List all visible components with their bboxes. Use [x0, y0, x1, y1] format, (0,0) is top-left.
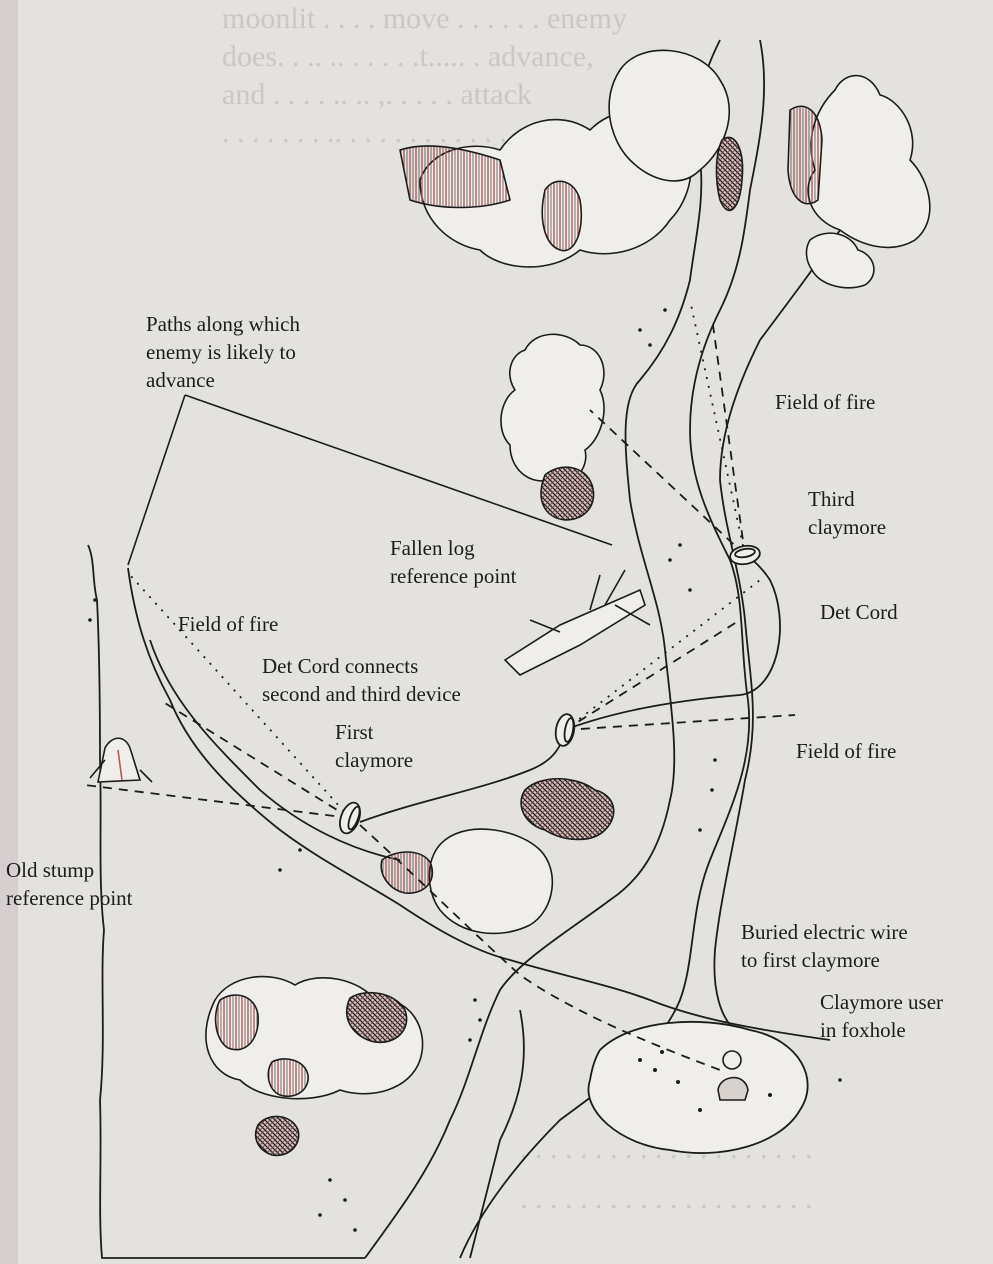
shrub-dark — [256, 1116, 299, 1155]
label-line: second and third device — [262, 680, 461, 708]
label-field-of-fire-left: Field of fire — [178, 610, 278, 638]
label-claymore-user: Claymore user in foxhole — [820, 988, 943, 1044]
label-third-claymore: Third claymore — [808, 485, 886, 541]
label-line: enemy is likely to — [146, 338, 300, 366]
tree — [429, 829, 552, 933]
shrub-hatched — [268, 1059, 308, 1096]
label-fallen-log: Fallen log reference point — [390, 534, 517, 590]
label-line: Paths along which — [146, 310, 300, 338]
label-paths: Paths along which enemy is likely to adv… — [146, 310, 300, 394]
label-line: First — [335, 718, 413, 746]
label-line: Buried electric wire — [741, 918, 908, 946]
claymore-icon — [336, 800, 364, 836]
label-line: reference point — [6, 884, 133, 912]
label-line: Old stump — [6, 856, 133, 884]
fire-line — [85, 785, 350, 818]
label-line: Claymore user — [820, 988, 943, 1016]
label-line: Det Cord connects — [262, 652, 461, 680]
leader-line — [128, 395, 185, 565]
label-field-of-fire-right-mid: Field of fire — [796, 737, 896, 765]
shrub-hatched — [788, 106, 822, 204]
fire-line — [690, 300, 745, 555]
fire-line — [712, 318, 745, 555]
label-line: reference point — [390, 562, 517, 590]
claymore-icon — [553, 713, 576, 748]
label-line: claymore — [808, 513, 886, 541]
shrub-dark — [541, 467, 593, 520]
label-line: to first claymore — [741, 946, 908, 974]
shrub-dark — [521, 779, 614, 840]
label-line: Fallen log — [390, 534, 517, 562]
shrub-dark — [716, 137, 742, 210]
shrub-hatched — [216, 995, 259, 1050]
fire-line — [160, 700, 350, 818]
label-line: in foxhole — [820, 1016, 943, 1044]
label-det-cord-right: Det Cord — [820, 598, 898, 626]
shrub-hatched — [542, 181, 581, 250]
label-old-stump: Old stump reference point — [6, 856, 133, 912]
fire-line — [565, 580, 760, 730]
log-icon — [505, 570, 650, 675]
label-buried-wire: Buried electric wire to first claymore — [741, 918, 908, 974]
tree — [808, 76, 930, 248]
label-line: claymore — [335, 746, 413, 774]
left-page-edge — [0, 0, 18, 1264]
tree — [501, 334, 604, 482]
foxhole — [588, 1022, 807, 1153]
label-field-of-fire-right-top: Field of fire — [775, 388, 875, 416]
label-line: advance — [146, 366, 300, 394]
shrub-hatched — [381, 852, 432, 893]
fire-line — [590, 410, 745, 555]
label-line: Third — [808, 485, 886, 513]
right-ridge — [714, 230, 840, 1035]
fire-line — [565, 715, 795, 730]
label-first-claymore: First claymore — [335, 718, 413, 774]
foxhole-mound — [588, 1022, 807, 1153]
label-det-cord-connects: Det Cord connects second and third devic… — [262, 652, 461, 708]
